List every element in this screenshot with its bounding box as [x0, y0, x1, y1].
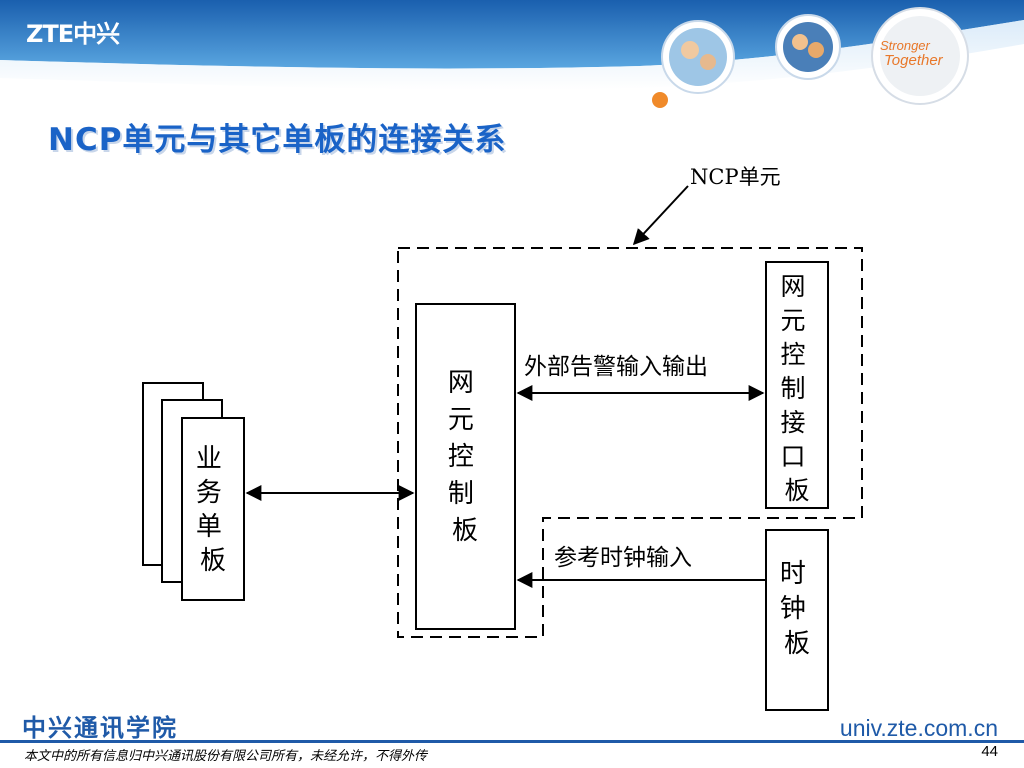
ne-control-board-char: 网: [448, 368, 474, 398]
svg-text:网 元 控 制: 网 元 控 制 接 口 板: [781, 272, 814, 505]
photo-people-center-icon: [783, 22, 833, 72]
clock-board-char: 钟: [780, 594, 806, 624]
ne-interface-board-char: 接: [781, 408, 806, 437]
tagline-line1: Stronger: [880, 38, 930, 53]
page-number: 44: [981, 743, 998, 760]
svg-text:时 钟 板: 时 钟 板: [780, 559, 814, 659]
footer-url: univ.zte.com.cn: [839, 715, 998, 741]
edge-alarm-io-label: 外部告警输入输出: [524, 354, 708, 380]
ne-interface-board-char: 板: [784, 476, 809, 505]
clock-board: 时 钟 板: [765, 529, 829, 711]
header-wave: [0, 0, 1024, 108]
ne-interface-board-char: 网: [781, 272, 806, 301]
business-board-char: 业: [196, 444, 222, 474]
business-board-stack: 业 务 单 板: [142, 382, 245, 601]
zte-logo: ZTE中兴: [26, 20, 120, 48]
svg-text:业 务 单 板: 业 务 单 板: [196, 444, 230, 576]
footer-copyright: 本文中的所有信息归中兴通讯股份有限公司所有，未经允许，不得外传: [24, 749, 428, 764]
footer-divider: [0, 740, 1024, 743]
ne-control-board-char: 板: [452, 516, 478, 546]
ne-control-interface-board: 网 元 控 制 接 口 板: [765, 261, 829, 509]
ncp-unit-boundary: [397, 247, 863, 638]
ne-control-board: 网 元 控 制 板: [415, 303, 516, 630]
edge-ref-clock-label: 参考时钟输入: [554, 545, 692, 571]
orange-dot-icon: [652, 92, 668, 108]
business-board-char: 板: [200, 546, 226, 576]
footer-school-name: 中兴通讯学院: [22, 713, 178, 742]
business-board-char: 单: [196, 512, 222, 542]
ne-control-board-char: 元: [448, 405, 474, 435]
ncp-unit-label: NCP单元: [690, 165, 781, 189]
ne-control-board-char: 控: [448, 442, 474, 472]
page-title: NCP单元与其它单板的连接关系: [48, 122, 507, 158]
ncp-label-pointer: [632, 185, 689, 246]
photo-people-left-icon: [669, 28, 727, 86]
svg-text:网 元 控 制: 网 元 控 制 板: [448, 368, 482, 546]
tagline: Stronger Together: [880, 38, 970, 68]
ne-interface-board-char: 元: [781, 306, 806, 335]
business-board-char: 务: [196, 478, 222, 508]
ne-interface-board-char: 口: [781, 442, 806, 471]
business-board: [181, 417, 245, 601]
ne-interface-board-char: 控: [781, 340, 806, 369]
ne-control-board-char: 制: [448, 479, 474, 509]
ne-interface-board-char: 制: [781, 374, 806, 403]
tagline-line2: Together: [884, 52, 943, 69]
clock-board-char: 板: [784, 629, 810, 659]
header-banner: ZTE中兴 Stronger Together: [0, 0, 1024, 120]
clock-board-char: 时: [780, 559, 806, 589]
